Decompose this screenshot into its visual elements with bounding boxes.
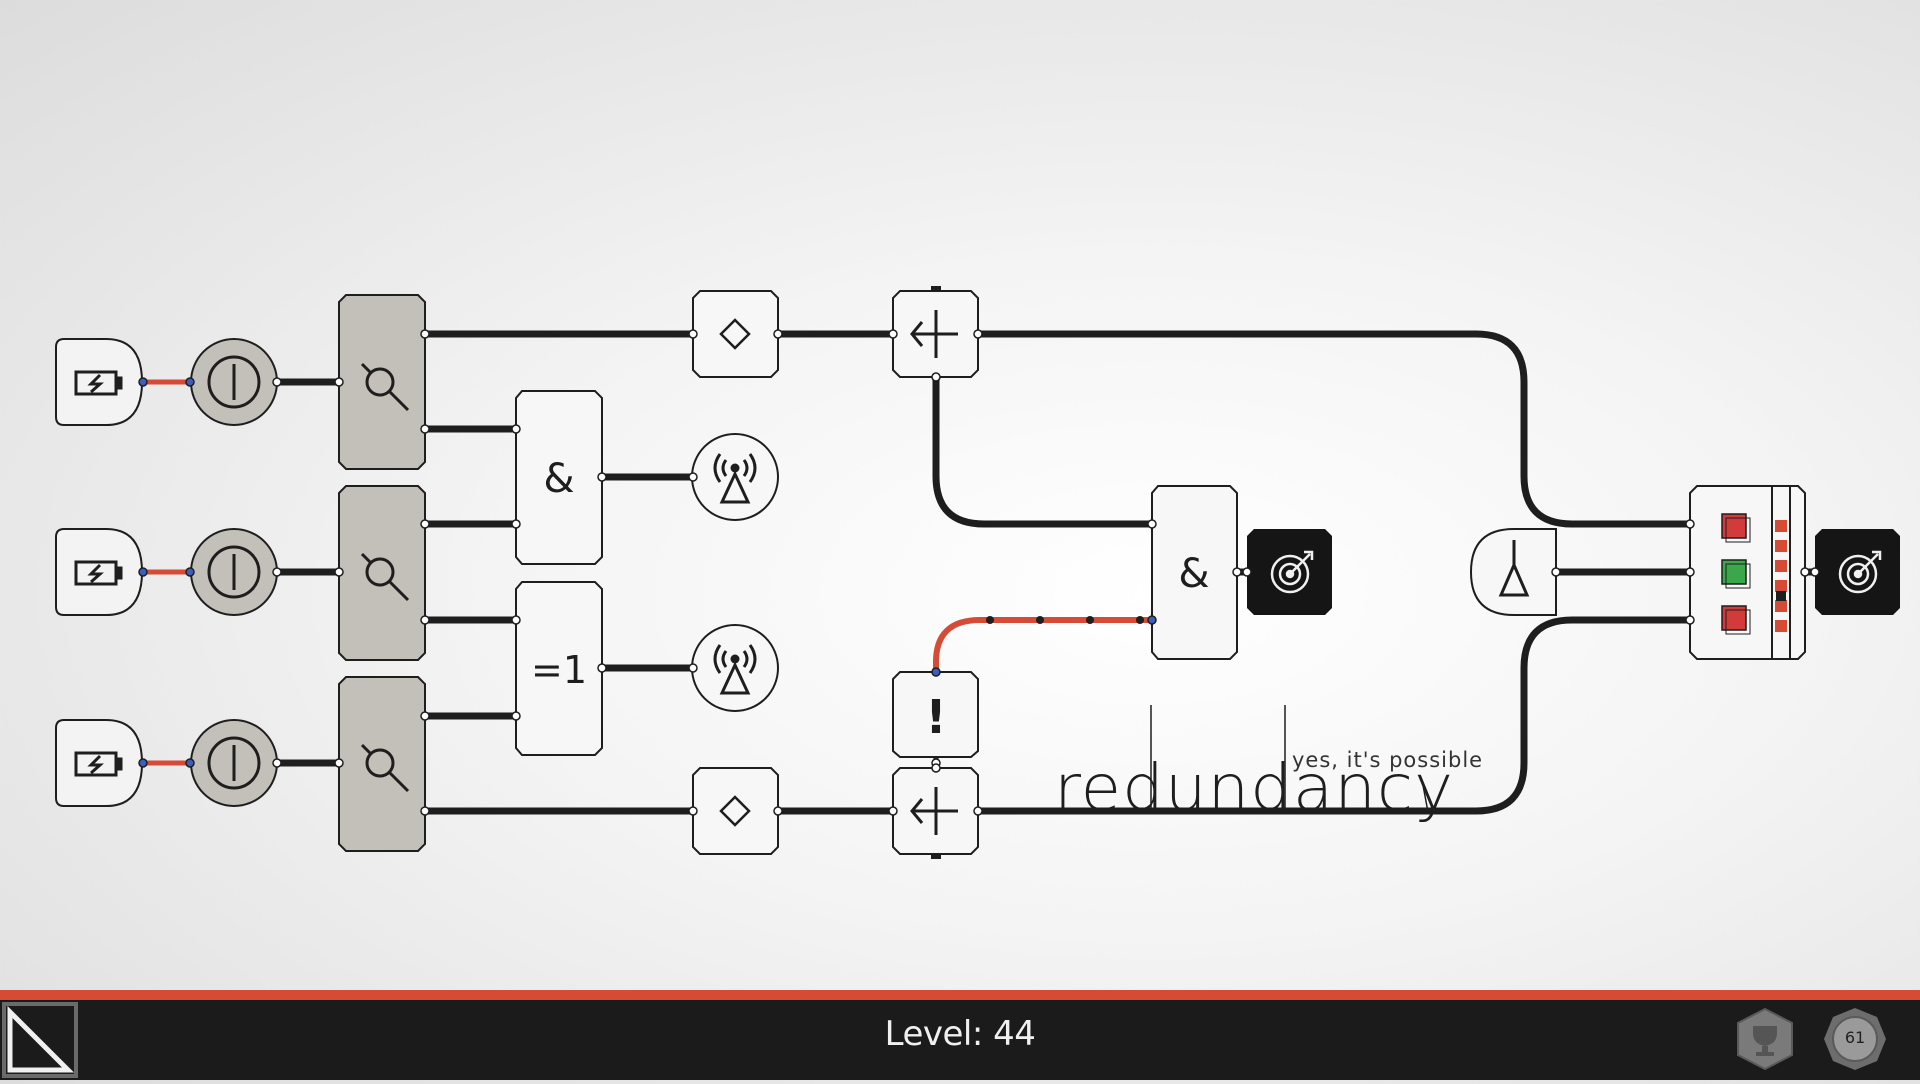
sensor-block-3[interactable] — [338, 676, 426, 852]
lights-panel[interactable] — [1689, 485, 1806, 660]
sensor-icon — [360, 362, 410, 412]
power-switch-3[interactable] — [190, 719, 278, 807]
and-gate-1[interactable]: & — [515, 390, 603, 565]
splitter-icon — [910, 310, 958, 358]
battery-3[interactable] — [55, 719, 144, 807]
trophy-icon — [1753, 1026, 1777, 1056]
menu-button[interactable] — [0, 1000, 80, 1080]
diamond-icon — [719, 795, 751, 827]
and-gate-label: & — [1178, 551, 1209, 597]
target-block-1[interactable] — [1247, 529, 1332, 615]
connection-pins — [272, 329, 1820, 816]
power-switch-2[interactable] — [190, 528, 278, 616]
wire-splitter-and2 — [932, 373, 1156, 528]
achievements-count-badge[interactable]: 61 — [1822, 1006, 1888, 1072]
level-label: Level: 44 — [884, 1014, 1036, 1054]
diamond-block-bottom[interactable] — [692, 767, 779, 855]
wire-splitter-top-right — [974, 330, 1694, 528]
splitter-bottom[interactable] — [892, 767, 979, 859]
battery-icon — [74, 560, 123, 586]
battery-1[interactable] — [55, 338, 144, 426]
sensor-icon — [360, 552, 410, 602]
signal-dots — [986, 616, 1144, 624]
receiver-block[interactable] — [1469, 528, 1557, 616]
and-gate-2[interactable]: & — [1151, 485, 1238, 660]
antenna-2[interactable] — [691, 624, 779, 712]
antenna-icon — [713, 453, 757, 504]
active-pins — [138, 377, 1157, 768]
battery-icon — [74, 370, 123, 396]
splitter-top[interactable] — [892, 286, 979, 378]
battery-2[interactable] — [55, 528, 144, 616]
sensor-block-2[interactable] — [338, 485, 426, 661]
antenna-icon — [713, 644, 757, 695]
light-indicator-green — [1721, 559, 1751, 589]
diamond-icon — [719, 318, 751, 350]
wire-not-and2 — [933, 617, 1155, 675]
antenna-1[interactable] — [691, 433, 779, 521]
light-stripe — [1775, 520, 1787, 632]
achievements-count: 61 — [1844, 1028, 1866, 1047]
power-switch-1[interactable] — [190, 338, 278, 426]
light-indicator-red-1 — [1721, 513, 1751, 543]
target-block-2[interactable] — [1815, 529, 1900, 615]
light-indicator-red-2 — [1721, 605, 1751, 635]
circuit-board: & =1 — [55, 286, 1900, 859]
not-gate[interactable]: ! — [892, 671, 979, 758]
target-icon — [1270, 550, 1314, 594]
wire-splitter-bottom-right — [974, 616, 1694, 815]
sensor-block-1[interactable] — [338, 294, 426, 470]
xor-gate[interactable]: =1 — [515, 581, 603, 756]
receiver-icon — [1498, 540, 1530, 597]
level-title-group: redundancy yes, it's possible — [1054, 705, 1483, 826]
wires — [140, 330, 1819, 815]
level-subtitle: yes, it's possible — [1292, 748, 1483, 772]
target-icon — [1838, 550, 1882, 594]
splitter-icon — [910, 787, 958, 835]
and-gate-label: & — [543, 456, 574, 502]
battery-icon — [74, 751, 123, 777]
power-switch-icon — [207, 736, 261, 790]
diamond-block-top[interactable] — [692, 290, 779, 378]
power-switch-icon — [207, 545, 261, 599]
sensor-icon — [360, 743, 410, 793]
achievements-button[interactable] — [1732, 1006, 1798, 1072]
xor-gate-label: =1 — [531, 648, 587, 692]
power-switch-icon — [207, 355, 261, 409]
level-title: redundancy — [1054, 752, 1454, 826]
menu-triangle-icon — [2, 1002, 78, 1078]
bottom-bar: Level: 44 61 — [0, 990, 1920, 1080]
not-gate-label: ! — [926, 690, 947, 744]
